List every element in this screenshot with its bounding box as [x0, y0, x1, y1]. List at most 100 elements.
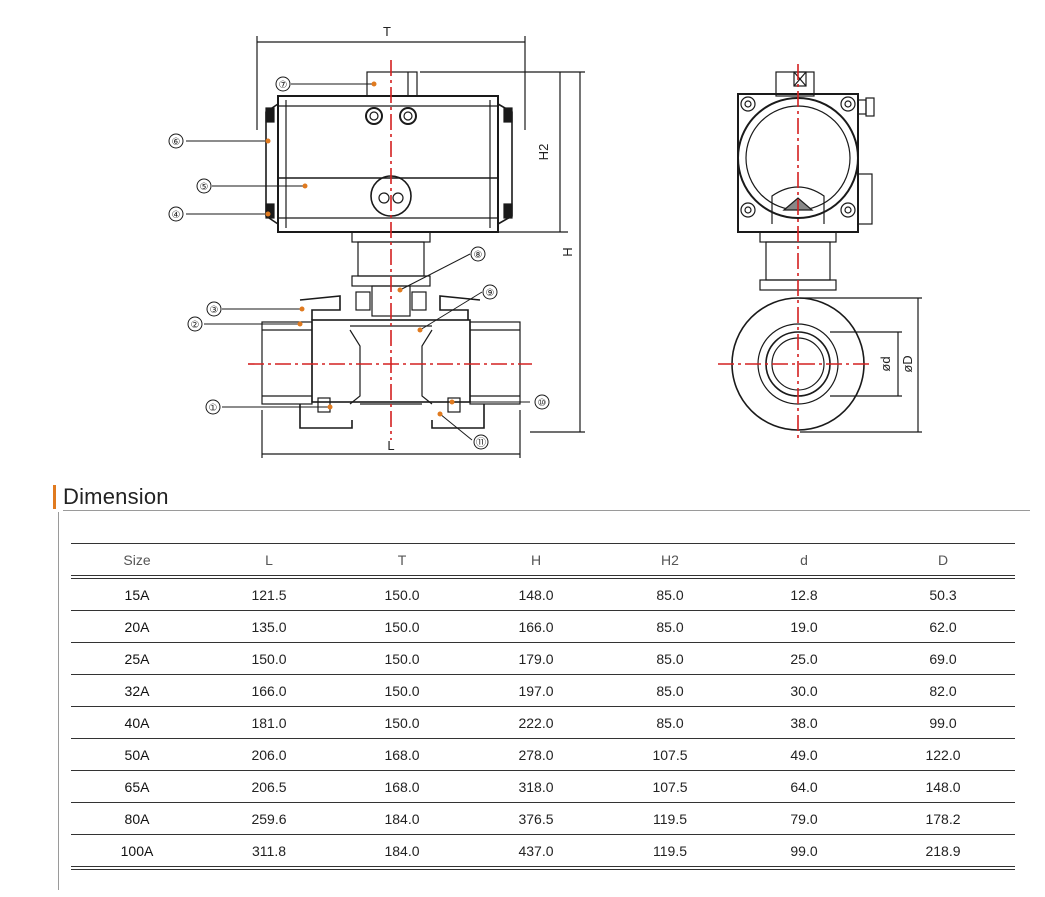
cell-size: 32A: [71, 674, 203, 707]
cell-size: 80A: [71, 802, 203, 835]
cell-H: 222.0: [469, 706, 603, 739]
callout-leaders: [186, 83, 530, 441]
cell-size: 65A: [71, 770, 203, 803]
side-centerlines: [718, 64, 870, 440]
table-row: 25A 150.0 150.0 179.0 85.0 25.0 69.0: [71, 642, 1015, 675]
cell-L: 121.5: [203, 577, 335, 611]
cell-d: 25.0: [737, 642, 871, 675]
cell-d: 38.0: [737, 706, 871, 739]
cell-H2: 85.0: [603, 674, 737, 707]
header-d: d: [737, 543, 871, 579]
section-header: Dimension: [53, 484, 169, 510]
cell-H: 179.0: [469, 642, 603, 675]
table-row: 20A 135.0 150.0 166.0 85.0 19.0 62.0: [71, 610, 1015, 643]
callout-5: ⑤: [200, 182, 209, 193]
dim-label-H: H: [560, 247, 575, 256]
cell-D: 148.0: [871, 770, 1015, 803]
cell-H2: 119.5: [603, 834, 737, 870]
cell-T: 184.0: [335, 834, 469, 870]
technical-drawing: T H2 H L: [168, 24, 922, 458]
cell-d: 99.0: [737, 834, 871, 870]
header-size: Size: [71, 543, 203, 579]
cell-H: 148.0: [469, 577, 603, 611]
front-view: [256, 36, 585, 458]
cell-T: 150.0: [335, 642, 469, 675]
cell-T: 168.0: [335, 770, 469, 803]
cell-H2: 107.5: [603, 738, 737, 771]
cell-D: 82.0: [871, 674, 1015, 707]
cell-L: 206.0: [203, 738, 335, 771]
cell-L: 150.0: [203, 642, 335, 675]
cell-d: 30.0: [737, 674, 871, 707]
cell-L: 135.0: [203, 610, 335, 643]
cell-T: 150.0: [335, 610, 469, 643]
cell-size: 20A: [71, 610, 203, 643]
cell-D: 178.2: [871, 802, 1015, 835]
callout-4: ④: [172, 210, 181, 221]
section-divider: [63, 510, 1030, 511]
cell-T: 150.0: [335, 706, 469, 739]
cell-size: 25A: [71, 642, 203, 675]
front-centerlines: [248, 60, 532, 440]
header-T: T: [335, 543, 469, 579]
table-row: 80A 259.6 184.0 376.5 119.5 79.0 178.2: [71, 802, 1015, 835]
cell-d: 12.8: [737, 577, 871, 611]
side-view: [731, 71, 922, 433]
callout-10: ⑩: [538, 398, 547, 409]
cell-H2: 85.0: [603, 642, 737, 675]
section-accent-bar: [53, 485, 56, 509]
callout-6: ⑥: [172, 137, 181, 148]
cell-d: 79.0: [737, 802, 871, 835]
cell-T: 150.0: [335, 674, 469, 707]
callout-numbers: ① ② ③ ④ ⑤ ⑥ ⑦ ⑧ ⑨ ⑩ ⑪: [172, 80, 547, 449]
callout-circles: [168, 76, 550, 450]
cell-H2: 85.0: [603, 610, 737, 643]
cell-H: 166.0: [469, 610, 603, 643]
cell-D: 50.3: [871, 577, 1015, 611]
cell-H2: 85.0: [603, 577, 737, 611]
cell-d: 19.0: [737, 610, 871, 643]
cell-H: 376.5: [469, 802, 603, 835]
cell-H: 278.0: [469, 738, 603, 771]
cell-D: 218.9: [871, 834, 1015, 870]
cell-L: 181.0: [203, 706, 335, 739]
cell-L: 311.8: [203, 834, 335, 870]
dim-label-D: øD: [900, 355, 915, 372]
dimension-table: Size L T H H2 d D 15A 121.5 150.0 148.0 …: [71, 543, 1015, 870]
cell-D: 122.0: [871, 738, 1015, 771]
header-D: D: [871, 543, 1015, 579]
cell-T: 184.0: [335, 802, 469, 835]
callout-9: ⑨: [486, 288, 495, 299]
dim-label-T: T: [383, 24, 391, 39]
table-row: 32A 166.0 150.0 197.0 85.0 30.0 82.0: [71, 674, 1015, 707]
callout-1: ①: [209, 403, 218, 414]
cell-H: 197.0: [469, 674, 603, 707]
cell-size: 15A: [71, 577, 203, 611]
cell-H: 318.0: [469, 770, 603, 803]
header-L: L: [203, 543, 335, 579]
callout-3: ③: [210, 305, 219, 316]
callout-dots: [265, 81, 455, 417]
callout-11: ⑪: [476, 437, 486, 449]
cell-H2: 119.5: [603, 802, 737, 835]
header-H: H: [469, 543, 603, 579]
cell-H2: 107.5: [603, 770, 737, 803]
callout-8: ⑧: [474, 250, 483, 261]
table-row: 40A 181.0 150.0 222.0 85.0 38.0 99.0: [71, 706, 1015, 739]
cell-T: 168.0: [335, 738, 469, 771]
table-row: 50A 206.0 168.0 278.0 107.5 49.0 122.0: [71, 738, 1015, 771]
table-row: 15A 121.5 150.0 148.0 85.0 12.8 50.3: [71, 577, 1015, 611]
cell-L: 206.5: [203, 770, 335, 803]
table-header-row: Size L T H H2 d D: [71, 543, 1015, 579]
callout-2: ②: [191, 320, 200, 331]
dim-label-L: L: [387, 438, 394, 453]
section-title: Dimension: [63, 484, 169, 509]
table-row: 100A 311.8 184.0 437.0 119.5 99.0 218.9: [71, 834, 1015, 870]
dim-label-H2: H2: [536, 144, 551, 161]
cell-d: 64.0: [737, 770, 871, 803]
table-row: 65A 206.5 168.0 318.0 107.5 64.0 148.0: [71, 770, 1015, 803]
cell-T: 150.0: [335, 577, 469, 611]
header-H2: H2: [603, 543, 737, 579]
cell-L: 166.0: [203, 674, 335, 707]
cell-H2: 85.0: [603, 706, 737, 739]
